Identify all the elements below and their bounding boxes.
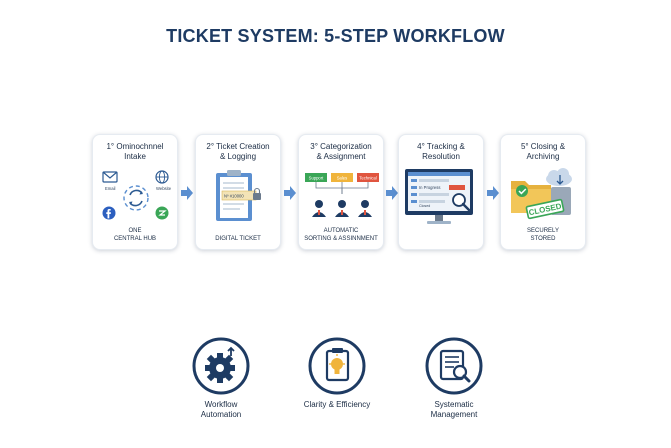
arrow-right-icon <box>487 186 499 200</box>
feature-label: Systematic Management <box>430 400 478 419</box>
feature-systematic-management: Systematic Management <box>389 336 519 420</box>
email-icon <box>102 171 118 183</box>
tracking-monitor-illustration: In Progress Closed <box>405 169 473 224</box>
step-card-categorization: 3° Categorization & Assignment Support S… <box>298 134 384 250</box>
step-card-tracking: 4° Tracking & Resolution In Progress Clo… <box>398 134 484 250</box>
facebook-icon <box>102 206 116 220</box>
digital-ticket-illustration: Nº #10000 <box>216 170 261 221</box>
step-card-closing: 5° Closing & Archiving CLOSED <box>500 134 586 250</box>
step-title: 4° Tracking & Resolution <box>417 142 465 161</box>
feature-workflow-automation: Workflow Automation <box>156 336 286 420</box>
categorization-illustration: Support Sales Technical <box>305 173 379 217</box>
arrow-right-icon <box>181 186 193 200</box>
svg-text:Technical: Technical <box>359 175 377 180</box>
gear-icon <box>192 337 250 395</box>
arrow-right-icon <box>386 186 398 200</box>
magnifier-icon <box>452 193 471 212</box>
step-caption: DIGITAL TICKET <box>215 236 261 242</box>
status-in-progress: In Progress <box>419 185 440 190</box>
step-title: 3° Categorization & Assignment <box>310 142 372 161</box>
check-icon <box>516 185 528 197</box>
archive-folder-illustration: CLOSED <box>511 168 572 220</box>
website-icon <box>155 170 169 184</box>
closed-stamp: CLOSED <box>525 198 565 220</box>
step-card-intake: 1° Ominochnnel Intake Email Website <box>92 134 178 250</box>
omnichannel-hub-illustration: Email Website <box>102 170 172 220</box>
chat-icon <box>155 206 169 220</box>
arrow-right-icon <box>284 186 296 200</box>
step-caption: ONE CENTRAL HUB <box>113 228 157 242</box>
status-closed: Closed <box>419 204 430 208</box>
step-title: 1° Ominochnnel Intake <box>106 142 164 161</box>
step-title: 5° Closing & Archiving <box>520 142 566 161</box>
sync-icon <box>129 189 143 207</box>
step-card-creation: 2° Ticket Creation & Logging Nº #10000 D… <box>195 134 281 250</box>
feature-clarity-efficiency: Clarity & Efficiency <box>272 336 402 410</box>
sales-tag <box>331 173 353 182</box>
lightbulb-clipboard-icon <box>308 337 366 395</box>
technical-tag <box>357 173 379 182</box>
ticket-number: Nº #10000 <box>224 194 244 199</box>
svg-text:Support: Support <box>309 175 325 180</box>
step-caption: AUTOMATIC SORTING & ASSINNMENT <box>304 228 378 242</box>
website-label: Website <box>156 186 172 191</box>
document-search-icon <box>425 337 483 395</box>
svg-text:Sales: Sales <box>337 175 347 180</box>
step-title: 2° Ticket Creation & Logging <box>206 142 270 161</box>
cloud-icon <box>546 168 572 186</box>
page-title: TICKET SYSTEM: 5-STEP WORKFLOW <box>166 26 505 46</box>
email-label: Email <box>105 186 116 191</box>
support-tag <box>305 173 327 182</box>
lock-icon <box>253 187 261 200</box>
feature-label: Workflow Automation <box>200 400 242 419</box>
step-caption: SECURELY STORED <box>527 228 559 242</box>
feature-label: Clarity & Efficiency <box>303 400 371 409</box>
